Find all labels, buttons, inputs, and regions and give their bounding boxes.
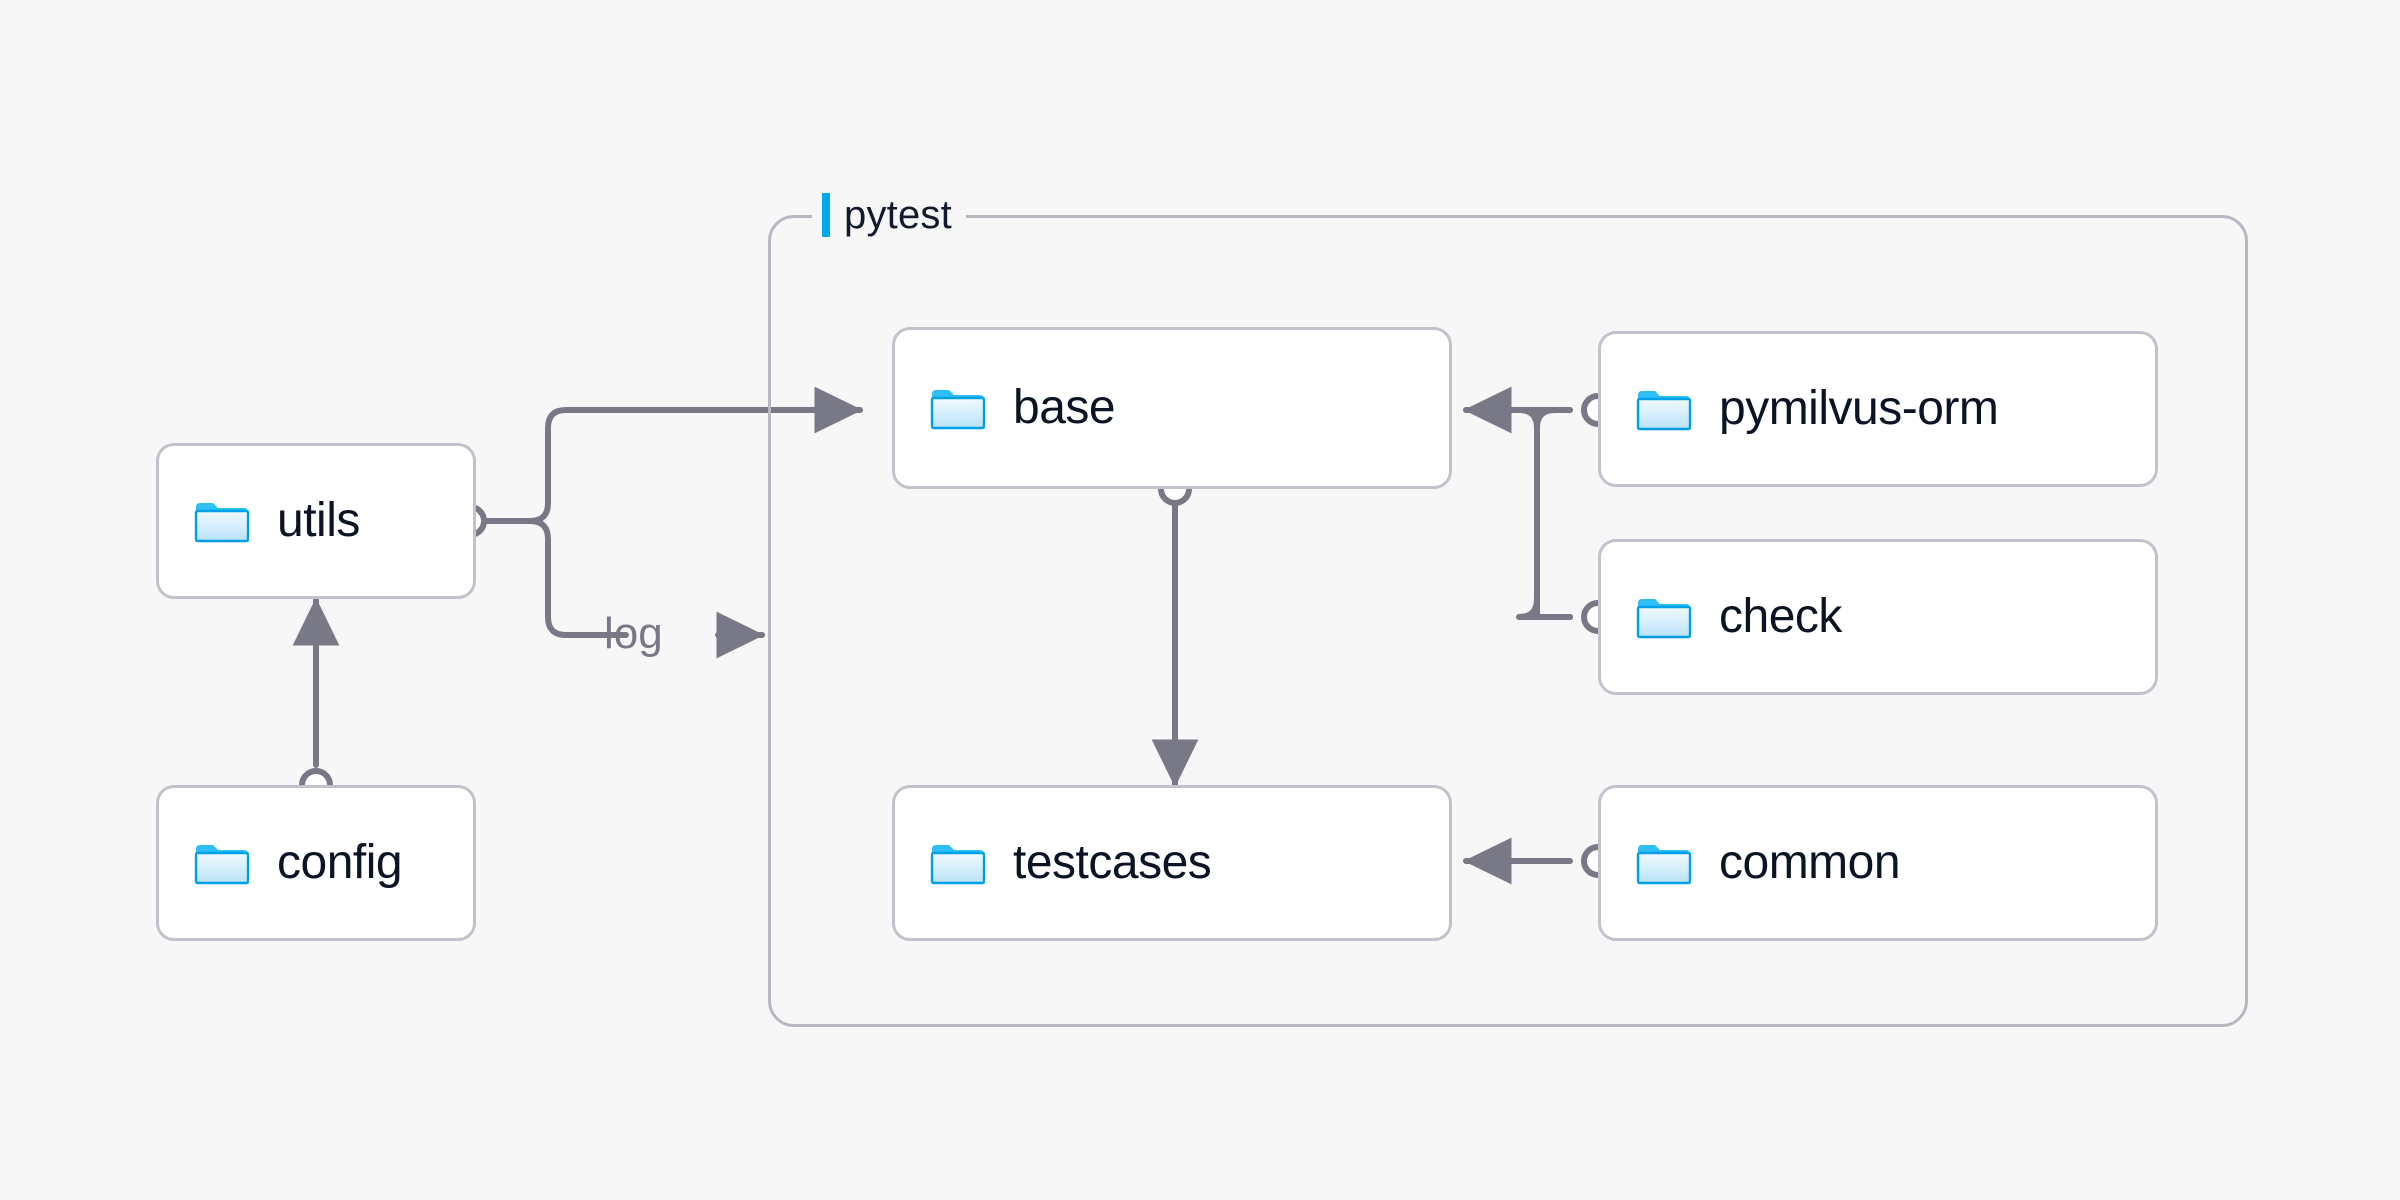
node-config-label: config — [277, 836, 403, 889]
node-base-label: base — [1013, 381, 1116, 434]
node-base[interactable]: base — [892, 327, 1452, 489]
node-utils-label: utils — [277, 494, 360, 547]
node-check-label: check — [1719, 590, 1842, 643]
group-pytest — [768, 215, 2248, 1027]
folder-icon — [1636, 845, 1691, 885]
folder-icon — [1636, 391, 1691, 431]
group-pytest-label-text: pytest — [844, 192, 952, 237]
folder-icon — [1636, 599, 1691, 639]
node-testcases-label: testcases — [1013, 836, 1212, 889]
node-common-label: common — [1719, 836, 1901, 889]
folder-icon — [930, 390, 985, 430]
folder-icon — [194, 503, 249, 543]
group-pytest-label: pytest — [812, 188, 966, 242]
node-pymilvus-orm[interactable]: pymilvus-orm — [1598, 331, 2158, 487]
group-accent-bar — [822, 193, 830, 237]
node-utils[interactable]: utils — [156, 443, 476, 599]
edge-label-log: log — [604, 609, 663, 658]
node-pymilvus-orm-label: pymilvus-orm — [1719, 382, 1999, 435]
node-testcases[interactable]: testcases — [892, 785, 1452, 941]
folder-icon — [194, 845, 249, 885]
folder-icon — [930, 845, 985, 885]
node-check[interactable]: check — [1598, 539, 2158, 695]
node-config[interactable]: config — [156, 785, 476, 941]
node-common[interactable]: common — [1598, 785, 2158, 941]
